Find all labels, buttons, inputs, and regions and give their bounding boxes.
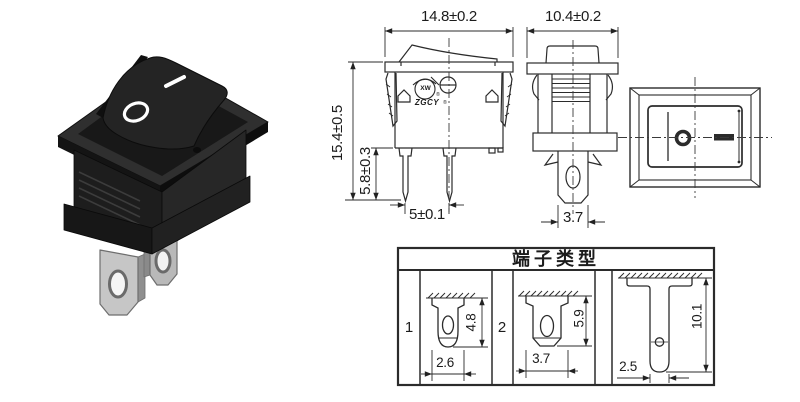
terminal-2-width-label: 3.7 <box>532 351 550 366</box>
photo-terminal-left <box>99 249 146 316</box>
side-width-dim-label: 10.4±0.2 <box>545 8 601 25</box>
terminal-1-index: 1 <box>404 319 414 336</box>
terminal-table-title: 端子类型 <box>512 249 600 269</box>
terminal-1-width-label: 2.6 <box>436 355 454 370</box>
panel-marking-off-o-icon <box>674 129 692 147</box>
terminal-3-height-label: 10.1 <box>689 303 705 330</box>
panel-view-drawing <box>618 77 772 198</box>
front-width-dim-label: 14.8±0.2 <box>421 8 477 25</box>
registered-mark: ® <box>443 100 447 106</box>
side-view-dimensions <box>526 27 619 228</box>
terminal-hole <box>154 248 172 274</box>
front-view-drawing <box>345 27 514 214</box>
photo-vent-ribs <box>78 171 141 226</box>
terminal-hole <box>108 269 128 299</box>
photo-rocker-face <box>102 56 228 150</box>
rib-lines <box>552 78 590 102</box>
terminal-drawing-2 <box>516 290 592 378</box>
terminal-2-height-label: 5.9 <box>571 309 587 328</box>
photo-block-side <box>151 175 251 255</box>
product-photo <box>57 55 269 316</box>
terminal-drawing-1 <box>421 292 488 381</box>
side-view-drawing <box>526 27 619 228</box>
pin-spacing-dim-label: 5±0.1 <box>409 206 445 223</box>
pin-length-dim-label: 5.8±0.3 <box>357 147 374 195</box>
brand-logo-icon <box>412 76 440 100</box>
logo-text: XW <box>420 85 431 92</box>
side-terminal-width-dim-label: 3.7 <box>563 209 583 226</box>
terminal-1-height-label: 4.8 <box>463 313 479 332</box>
terminal-type-table <box>396 246 716 387</box>
terminal-2-index: 2 <box>497 319 507 336</box>
marking-off-o-icon <box>122 101 150 123</box>
brand-text: ZGCY <box>414 98 440 107</box>
terminal-drawing-3 <box>617 272 712 383</box>
marking-on-i-icon <box>164 75 186 88</box>
front-height-dim-label: 15.4±0.5 <box>329 105 346 161</box>
registered-mark: ® <box>436 92 440 98</box>
photo-side-dimple <box>193 147 201 153</box>
front-view-dimensions <box>345 27 514 214</box>
terminal-3-width-label: 2.5 <box>619 359 637 374</box>
